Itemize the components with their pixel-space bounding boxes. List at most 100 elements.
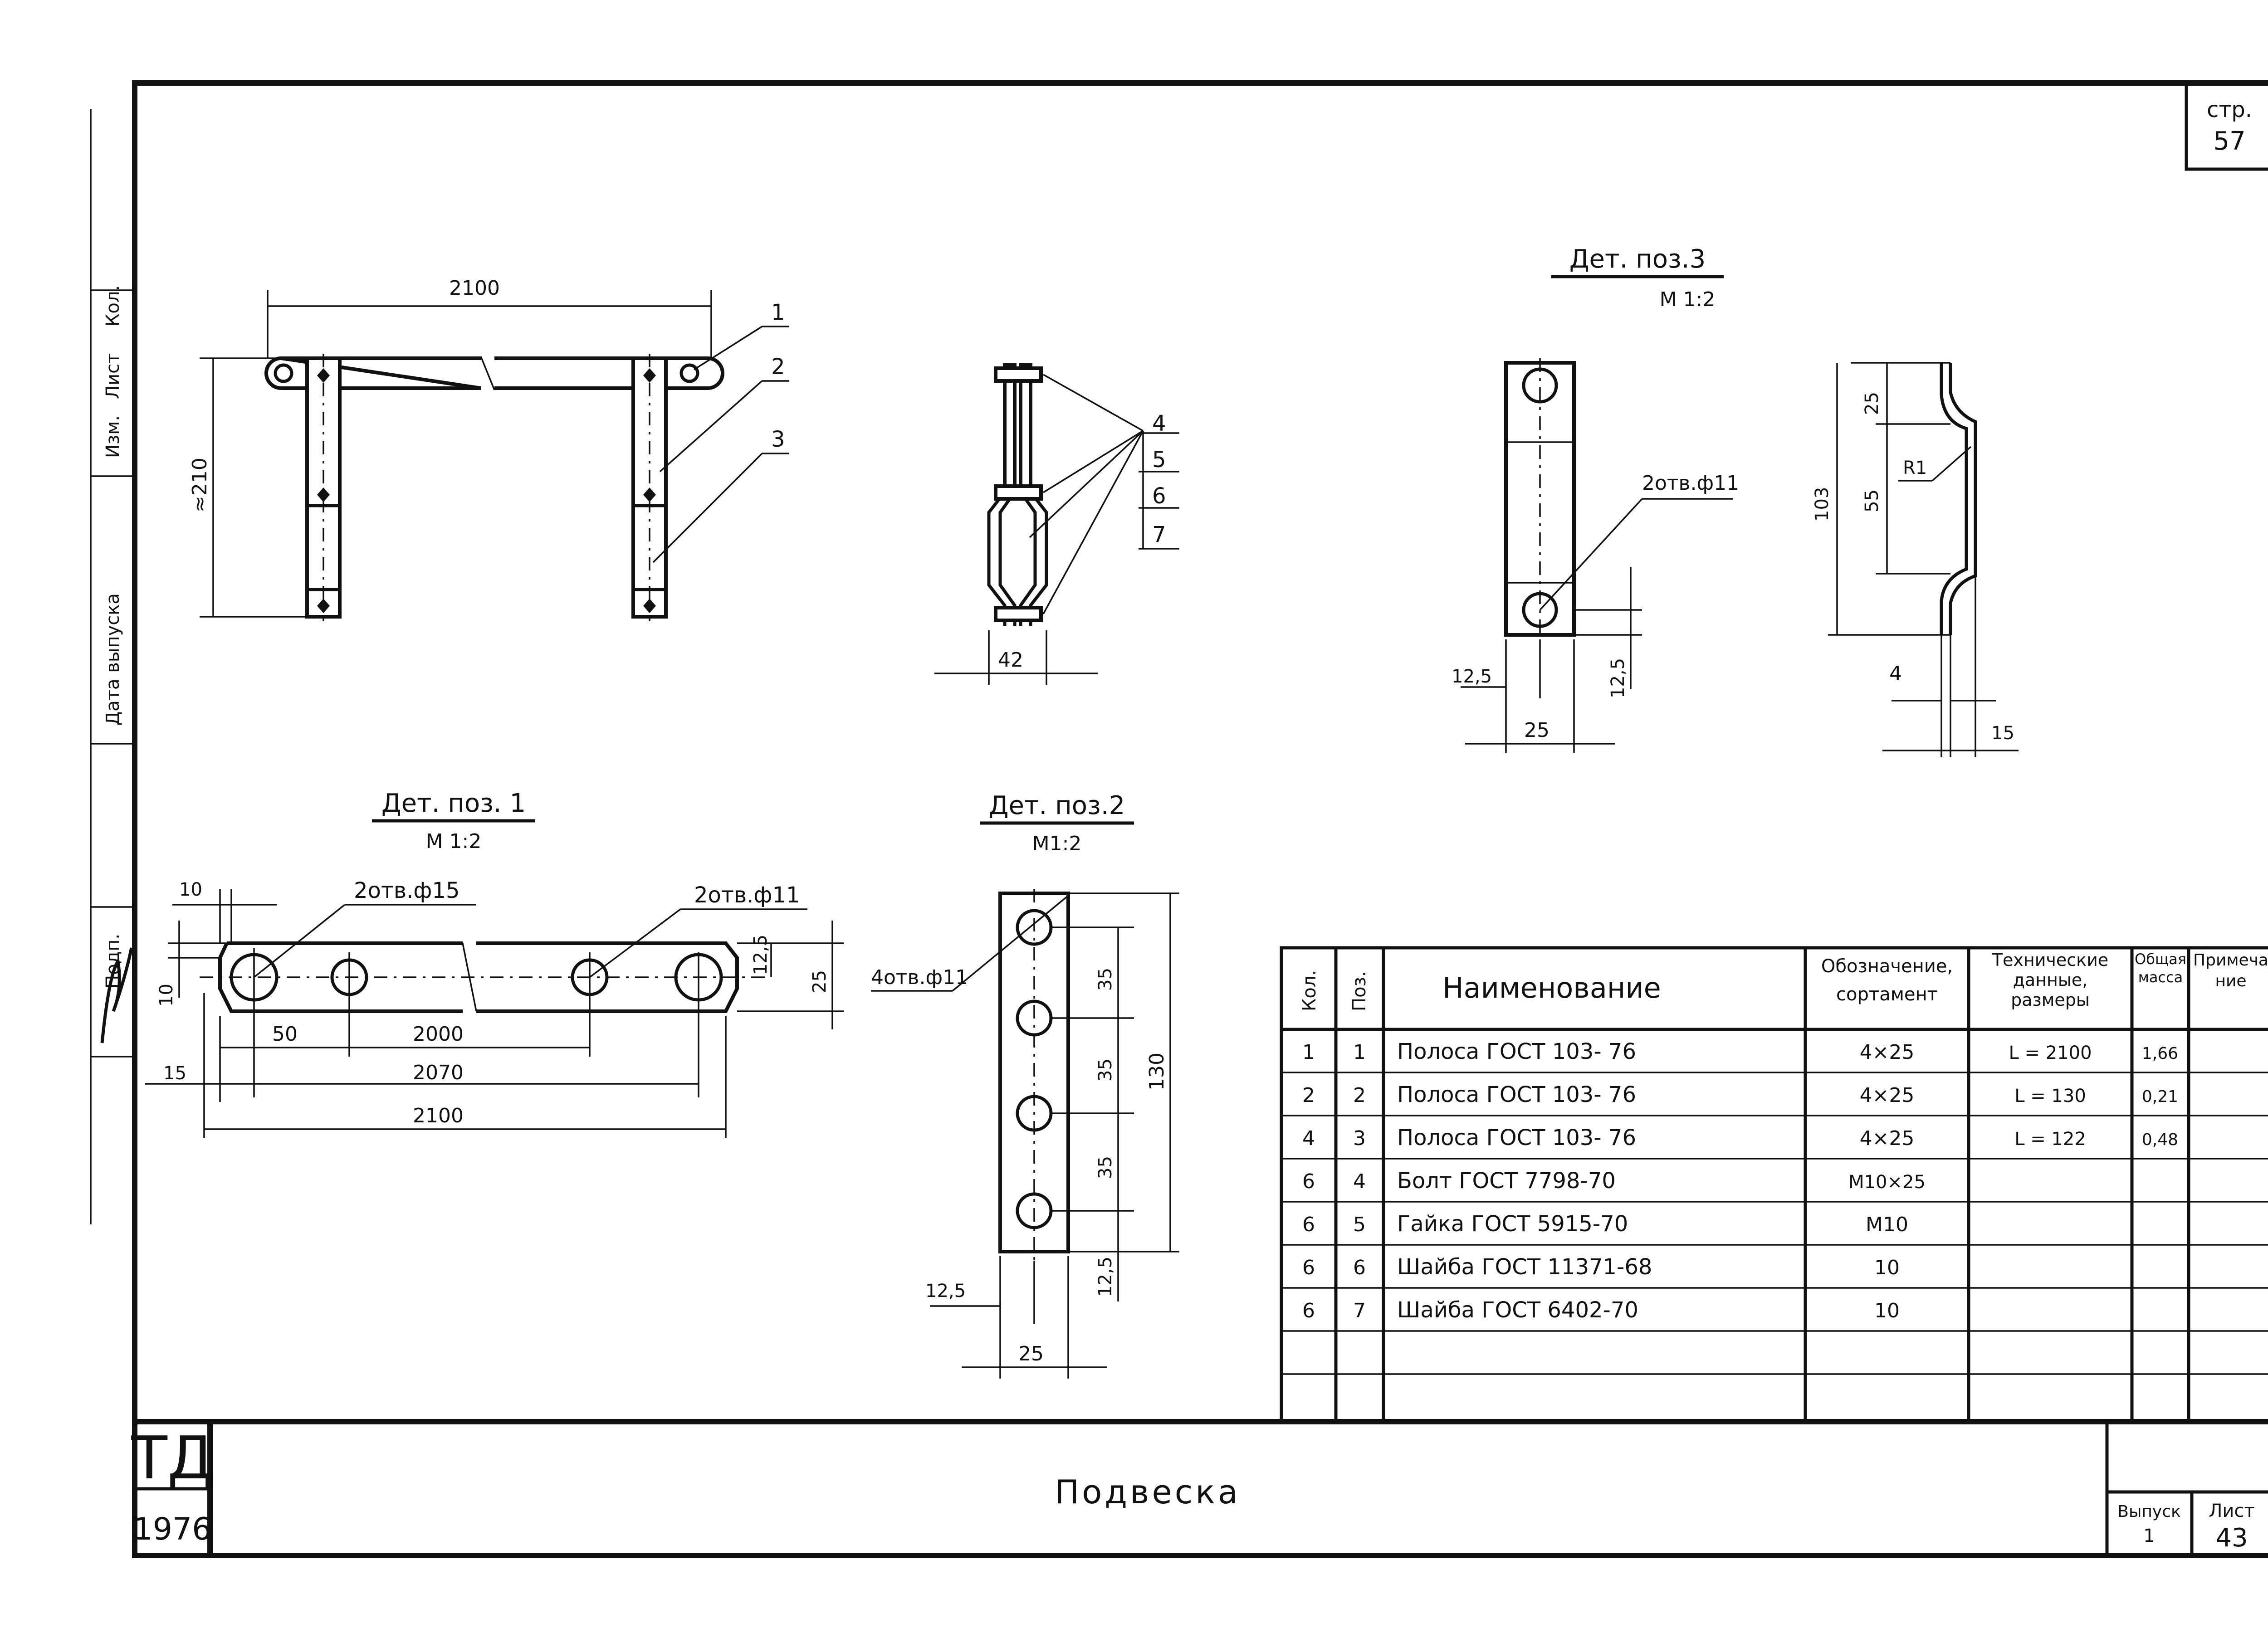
detail1-dim-15: 15 (163, 1063, 186, 1084)
svg-text:4×25: 4×25 (1860, 1084, 1915, 1107)
detail2-title: Дет. поз.2 (989, 791, 1125, 820)
svg-text:7: 7 (1353, 1299, 1366, 1322)
detail2-dim-125b: 12,5 (1095, 1257, 1116, 1297)
issue-label: Выпуск (2117, 1502, 2181, 1521)
table-row: 2 2 Полоса ГОСТ 103- 76 4×25 L = 130 0,2… (1302, 1082, 2178, 1107)
svg-text:4: 4 (1353, 1170, 1366, 1193)
detail-1: Дет. поз. 1 М 1:2 2отв.ф15 2отв.ф11 10 1… (145, 789, 844, 1138)
gv-leader-2: 2 (771, 354, 785, 380)
year: 1976 (133, 1511, 211, 1547)
svg-text:2: 2 (1302, 1084, 1315, 1107)
gv-dim-height: ≈210 (188, 458, 211, 512)
svg-text:10: 10 (1874, 1256, 1900, 1279)
svg-text:Гайка ГОСТ 5915-70: Гайка ГОСТ 5915-70 (1397, 1211, 1628, 1237)
detail2-dim-35a: 35 (1095, 968, 1116, 991)
detail3-title: Дет. поз.3 (1569, 244, 1706, 274)
detail3-dim-55: 55 (1862, 489, 1882, 512)
svg-text:1: 1 (1353, 1041, 1366, 1064)
side-stamp: Кол. Лист Изм. Дата выпуска Подп. (100, 285, 133, 1043)
svg-text:1,66: 1,66 (2142, 1044, 2178, 1063)
table-row: 1 1 Полоса ГОСТ 103- 76 4×25 L = 2100 1,… (1302, 1039, 2178, 1064)
gv-leader-1: 1 (771, 300, 785, 325)
side-stamp-kol: Кол. (103, 285, 123, 327)
detail3-dim-4: 4 (1889, 662, 1902, 685)
svg-text:Полоса ГОСТ 103- 76: Полоса ГОСТ 103- 76 (1397, 1039, 1636, 1064)
side-stamp-izm: Изм. (103, 415, 123, 458)
svg-text:5: 5 (1353, 1213, 1366, 1236)
svg-text:4×25: 4×25 (1860, 1041, 1915, 1064)
issue-number: 1 (2143, 1526, 2155, 1546)
title-block: ТД 1976 Подвеска Выпуск 1 Лист 43 (131, 1423, 2255, 1553)
detail2-scale: М1:2 (1032, 832, 1082, 855)
svg-text:М10: М10 (1866, 1213, 1908, 1236)
signature-mark (100, 947, 133, 1043)
detail3-dim-125b: 12,5 (1608, 658, 1628, 698)
side-view: 4 5 6 7 42 (934, 363, 1179, 685)
detail1-holes-small: 2отв.ф11 (694, 882, 800, 908)
drawing-title: Подвеска (1055, 1473, 1241, 1511)
th-mass: Общая масса (2135, 950, 2186, 986)
sv-leader-4: 4 (1152, 411, 1166, 436)
detail3-dim-15: 15 (1991, 723, 2014, 744)
detail1-dim-50: 50 (272, 1023, 298, 1046)
table-row: 6 7 Шайба ГОСТ 6402-70 10 (1302, 1297, 1900, 1323)
svg-text:L = 122: L = 122 (2014, 1129, 2086, 1150)
gv-dim-length: 2100 (449, 277, 500, 300)
sv-leader-7: 7 (1152, 522, 1166, 547)
detail1-dim-10b: 10 (156, 984, 177, 1007)
svg-text:10: 10 (1874, 1299, 1900, 1322)
th-tech-data: Технические данные, размеры (1992, 950, 2109, 1010)
svg-text:4: 4 (1302, 1127, 1315, 1150)
svg-text:6: 6 (1302, 1213, 1315, 1236)
detail2-dim-125a: 12,5 (925, 1281, 966, 1301)
detail3-dim-r1: R1 (1903, 458, 1927, 478)
page-number-label: стр. (2207, 97, 2252, 122)
svg-text:6: 6 (1302, 1170, 1315, 1193)
svg-text:L = 2100: L = 2100 (2009, 1043, 2092, 1063)
sheet-number: 43 (2215, 1523, 2248, 1553)
detail1-holes-big: 2отв.ф15 (354, 878, 460, 903)
sheet-label: Лист (2209, 1501, 2254, 1521)
detail2-dim-35b: 35 (1095, 1058, 1116, 1082)
gv-leader-3: 3 (771, 427, 785, 452)
svg-text:Полоса ГОСТ 103- 76: Полоса ГОСТ 103- 76 (1397, 1125, 1636, 1150)
detail3-holes: 2отв.ф11 (1642, 472, 1739, 495)
svg-text:4×25: 4×25 (1860, 1127, 1915, 1150)
th-pos: Поз. (1349, 971, 1370, 1011)
table-row: 6 6 Шайба ГОСТ 11371-68 10 (1302, 1254, 1900, 1280)
detail2-dim-25: 25 (1018, 1342, 1044, 1365)
svg-text:Болт ГОСТ 7798-70: Болт ГОСТ 7798-70 (1397, 1168, 1616, 1194)
side-stamp-list: Лист (103, 353, 123, 399)
table-row: 6 4 Болт ГОСТ 7798-70 М10×25 (1302, 1168, 1926, 1194)
detail2-dim-35c: 35 (1095, 1156, 1116, 1179)
detail1-title: Дет. поз. 1 (381, 789, 526, 818)
detail1-dim-2070: 2070 (413, 1061, 464, 1084)
svg-text:L = 130: L = 130 (2014, 1086, 2086, 1106)
table-row: 4 3 Полоса ГОСТ 103- 76 4×25 L = 122 0,4… (1302, 1125, 2178, 1150)
page-number: стр. 57 (2207, 97, 2252, 156)
detail3-dim-25a: 25 (1524, 719, 1549, 742)
table-row: 6 5 Гайка ГОСТ 5915-70 М10 (1302, 1211, 1908, 1237)
general-view: 2100 ≈210 1 2 3 (188, 277, 789, 621)
page-number-value: 57 (2213, 127, 2245, 156)
detail-3: Дет. поз.3 М 1:2 2отв.ф11 12,5 12,5 25 2… (1452, 244, 2019, 757)
detail1-dim-2000: 2000 (413, 1023, 464, 1046)
detail3-scale: М 1:2 (1660, 288, 1716, 311)
detail3-dim-25b: 25 (1862, 392, 1882, 415)
side-stamp-date: Дата выпуска (103, 593, 123, 726)
svg-text:6: 6 (1302, 1299, 1315, 1322)
detail1-scale: М 1:2 (426, 830, 482, 853)
svg-text:Шайба ГОСТ 6402-70: Шайба ГОСТ 6402-70 (1397, 1297, 1638, 1323)
th-name: Наименование (1442, 971, 1661, 1004)
th-note: Примечание (2193, 951, 2268, 990)
detail3-dim-103: 103 (1812, 487, 1833, 522)
detail3-dim-125a: 12,5 (1452, 666, 1492, 687)
sv-leader-5: 5 (1152, 447, 1166, 473)
detail1-dim-10a: 10 (179, 879, 202, 900)
logo: ТД (131, 1423, 214, 1492)
detail1-dim-125: 12,5 (750, 935, 771, 975)
th-qty: Кол. (1299, 970, 1320, 1011)
svg-text:0,48: 0,48 (2142, 1131, 2178, 1149)
detail1-dim-25: 25 (809, 970, 830, 993)
svg-text:М10×25: М10×25 (1848, 1172, 1926, 1193)
